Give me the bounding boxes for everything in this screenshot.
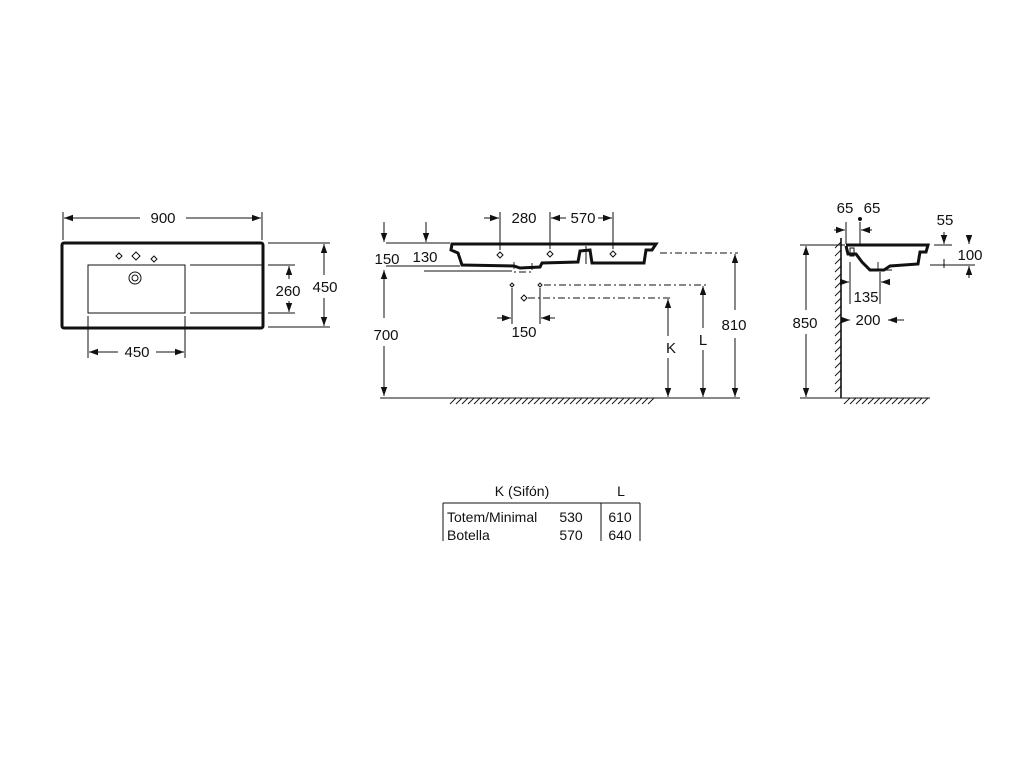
plan-view: 900 450 260 450: [60, 210, 338, 361]
side-bowl-depth: 100: [957, 247, 982, 264]
front-top-offset-2: 130: [412, 249, 437, 266]
plan-overall-width: 900: [150, 210, 175, 227]
table-row-k: 570: [559, 527, 583, 543]
bowl-outline: [87, 264, 186, 314]
side-installed-height: 850: [792, 315, 817, 332]
front-siphon-k: K: [666, 340, 676, 357]
side-wall-offset-2: 65: [864, 200, 881, 217]
front-top-offset-1: 150: [374, 251, 399, 268]
front-tap-spacing-2: 570: [570, 210, 595, 227]
floor-hatch: [449, 397, 655, 405]
side-wall-offset-1: 65: [837, 200, 854, 217]
basin-section: [449, 242, 659, 270]
plan-bowl-width: 450: [124, 344, 149, 361]
table-header-l: L: [617, 483, 625, 499]
front-total-height: 810: [721, 317, 746, 334]
front-view: 280 570 150 130 700: [373, 210, 747, 405]
table-row-l: 610: [608, 509, 632, 525]
siphon-table: K (Sifón) L Totem/Minimal 530 610 Botell…: [442, 483, 641, 543]
plan-overall-depth: 450: [312, 279, 337, 296]
side-drain-offset: 135: [853, 289, 878, 306]
front-siphon-l: L: [699, 332, 707, 349]
front-rim-height: 700: [373, 327, 398, 344]
front-drain-spacing: 150: [511, 324, 536, 341]
basin-side-section: [844, 243, 930, 272]
table-row-l: 640: [608, 527, 632, 543]
table-header-k: K (Sifón): [495, 483, 549, 499]
table-row-name: Botella: [447, 527, 490, 543]
basin-outline: [60, 241, 265, 330]
side-drain-projection: 200: [855, 312, 880, 329]
side-rim-drop: 55: [937, 212, 954, 229]
plan-bowl-depth: 260: [275, 283, 300, 300]
table-row-k: 530: [559, 509, 583, 525]
front-tap-spacing-1: 280: [511, 210, 536, 227]
drain-icon: [128, 271, 142, 285]
side-view: 65 65 55 100 135 200 850: [792, 200, 983, 405]
tap-holes: [115, 251, 158, 263]
wall-hatch: [834, 241, 842, 393]
table-row-name: Totem/Minimal: [447, 509, 537, 525]
